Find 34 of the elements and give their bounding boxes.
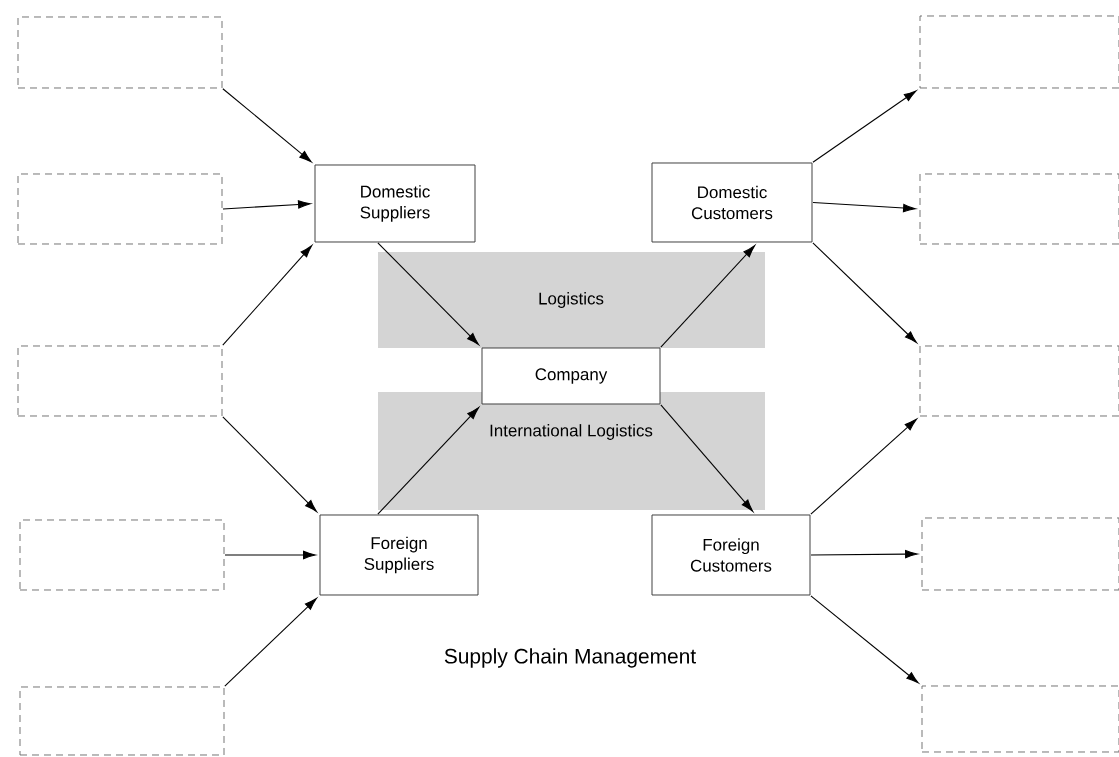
- arrow: [660, 404, 754, 512]
- process-box: Domestic Customers: [651, 162, 813, 243]
- arrow: [222, 245, 313, 346]
- process-box: Domestic Suppliers: [314, 164, 476, 243]
- process-box: Foreign Suppliers: [319, 514, 479, 596]
- empty-box: [17, 173, 223, 245]
- arrow: [810, 549, 918, 559]
- arrow: [812, 202, 916, 213]
- shaded-band: Logistics: [378, 252, 765, 348]
- empty-box: [919, 345, 1119, 417]
- shaded-band: International Logistics: [378, 392, 765, 510]
- empty-box: [919, 15, 1119, 89]
- arrow: [812, 242, 917, 344]
- empty-box: [19, 686, 225, 756]
- caption: Supply Chain Management: [444, 648, 696, 668]
- arrow: [224, 550, 316, 560]
- arrow: [224, 597, 317, 687]
- process-box: Foreign Customers: [651, 514, 811, 596]
- arrow: [377, 242, 480, 345]
- arrow: [222, 200, 311, 210]
- process-box: Company: [481, 347, 661, 405]
- empty-box: [19, 519, 225, 591]
- arrow: [812, 90, 917, 163]
- arrow: [222, 416, 318, 512]
- empty-box: [921, 517, 1119, 591]
- arrow: [660, 245, 756, 348]
- arrow: [377, 407, 480, 515]
- arrow: [810, 595, 919, 684]
- empty-box: [919, 173, 1119, 245]
- arrow: [222, 88, 312, 163]
- arrow: [810, 418, 917, 515]
- empty-box: [17, 16, 223, 89]
- empty-box: [921, 685, 1119, 753]
- empty-box: [17, 345, 223, 417]
